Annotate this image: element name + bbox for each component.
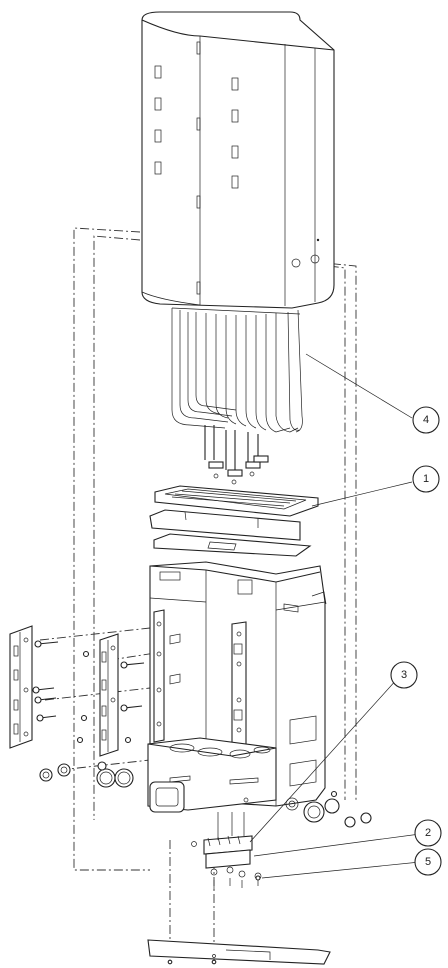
callout-5: 5 (414, 848, 442, 876)
heating-element-coils (171, 307, 303, 485)
side-mounting-brackets (9, 625, 119, 757)
screws-and-fasteners (32, 640, 261, 965)
internal-brackets (153, 609, 247, 747)
fittings-and-plugs (39, 761, 372, 828)
leader-lines (249, 353, 421, 879)
element-plate (154, 485, 319, 517)
bottom-cover-plate (147, 939, 331, 965)
tank-housing (141, 11, 335, 309)
terminal-block (191, 812, 262, 890)
callout-3: 3 (390, 661, 418, 689)
callout-label: 1 (423, 473, 429, 485)
callout-2: 2 (414, 819, 442, 847)
callout-1: 1 (412, 465, 440, 493)
gasket-plates (149, 509, 312, 557)
callout-label: 5 (425, 856, 431, 868)
callout-label: 4 (423, 414, 429, 426)
callout-label: 2 (425, 827, 431, 839)
callout-4: 4 (412, 406, 440, 434)
bottom-service-panel (147, 737, 299, 813)
callout-label: 3 (401, 669, 407, 681)
